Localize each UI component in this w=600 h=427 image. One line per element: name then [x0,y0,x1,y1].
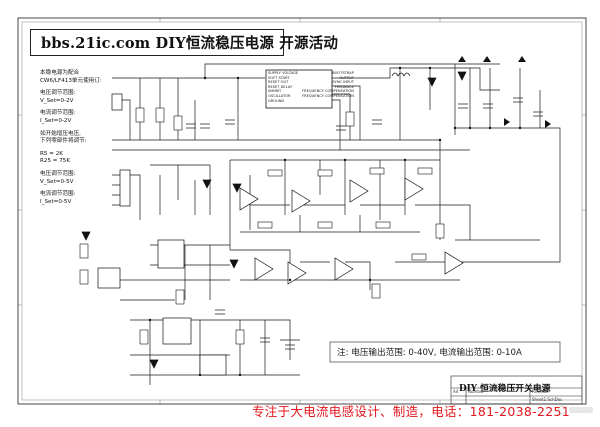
note-line: V_Set=0-5V [40,178,74,185]
main-chip-pins-right: BOOTSTRAP OUTPUT SYNC INPUT FEEDBACK FRE… [302,71,354,99]
note-block: 电压调节范围: V_Set=0-2V [40,90,106,105]
note-line: I_Set=0-2V [40,117,72,124]
note-line: CW6/LF413单元使用订: [40,77,102,84]
titleblock-revision-label: Revision [532,389,549,394]
note-block: 电流调节范围: I_Set=0-2V [40,110,106,125]
note-block: 如开始增压电压, 下列零部件将调节: [40,131,106,146]
note-line: V_Set=0-2V [40,97,74,104]
capacitors [186,119,382,350]
output-range-text: 注: 电压输出范围: 0-40V, 电流输出范围: 0-10A [337,348,522,358]
op-amps [239,177,464,285]
resistors [79,107,445,345]
note-block: 电压调节范围: V_Set=0-5V [40,171,106,186]
chip-pin-label: GROUND [268,98,285,103]
page-title: bbs.21ic.com DIY恒流稳压电源 开源活动 [41,35,339,52]
output-range-note: 注: 电压输出范围: 0-40V, 电流输出范围: 0-10A [331,344,559,360]
note-line: 电流调节范围: [40,110,76,117]
regulator-chip-2 [97,267,121,289]
power-ports [148,56,551,377]
note-line: 本稳电源为配合 [40,70,80,76]
watermark-logo-icon [557,405,593,415]
titleblock-title: DIY 恒流稳压开关电源 [459,384,551,394]
regulator-chip-3 [162,317,192,345]
note-line: I_Set=0-5V [40,198,72,205]
main-chip-pins-left: SUPPLY VOLTAGE SOFT START RESET OUT RESE… [268,71,298,103]
chip-pin-label: FREQUENCY COMPENSATION [302,89,354,94]
note-line: R25 = 75K [40,158,71,165]
frame-ticks [18,18,586,404]
chip-pin-label: BOOTSTRAP [332,71,354,75]
note-line: 下列零部件将调节: [40,138,87,145]
design-notes: 本稳电源为配合 CW6/LF413单元使用订: 电压调节范围: V_Set=0-… [40,70,106,211]
note-line: 如开始增压电压, [40,130,81,137]
note-line: 电压调节范围: [40,90,76,97]
sheet-frame [17,17,587,405]
note-line: 电流调节范围: [40,191,76,198]
titleblock-number-label: Number [468,389,485,394]
input-connector [111,93,123,111]
chip-pin-label: INHIBIT [268,89,282,94]
chip-pin-label: FREQUENCY COMPENSATION [302,93,354,98]
sheet-inner-frame [21,21,583,401]
chip-pin-label: OUTPUT [339,75,354,80]
chip-pin-label: RESET DELAY [268,84,293,89]
regulator-chip-1 [157,239,185,269]
footer-contact-banner: 专注于大电流电感设计、制造，电话：181-2038-2251 [252,404,571,419]
note-block: 本稳电源为配合 CW6/LF413单元使用订: [40,70,106,85]
titleblock-size: A4 [453,389,459,394]
header-title-box: bbs.21ic.com DIY恒流稳压电源 开源活动 [30,29,338,56]
chip-pin-label: FEEDBACK [334,84,354,89]
main-chip-body [265,69,333,109]
note-line: R5 = 2K [40,150,63,157]
chip-pin-label: RESET OUT [268,80,289,85]
note-block: 电流调节范围: I_Set=0-5V [40,191,106,206]
chip-pin-label: SYNC INPUT [332,80,354,85]
chip-pin-label: SOFT START [268,75,290,80]
titleblock-sheet: Sheet1.SchDoc [532,397,563,402]
chip-pin-label: SUPPLY VOLTAGE [268,71,299,75]
power-stage [81,71,543,369]
connector-header [119,169,131,207]
title-block [450,375,583,405]
chip-pin-label: OSCILLATOR [268,93,291,98]
note-line: 电压调节范围: [40,170,76,177]
note-block: R5 = 2K R25 = 75K [40,151,106,166]
regulator-chip-4 [199,354,227,376]
note-range-box [329,341,561,363]
